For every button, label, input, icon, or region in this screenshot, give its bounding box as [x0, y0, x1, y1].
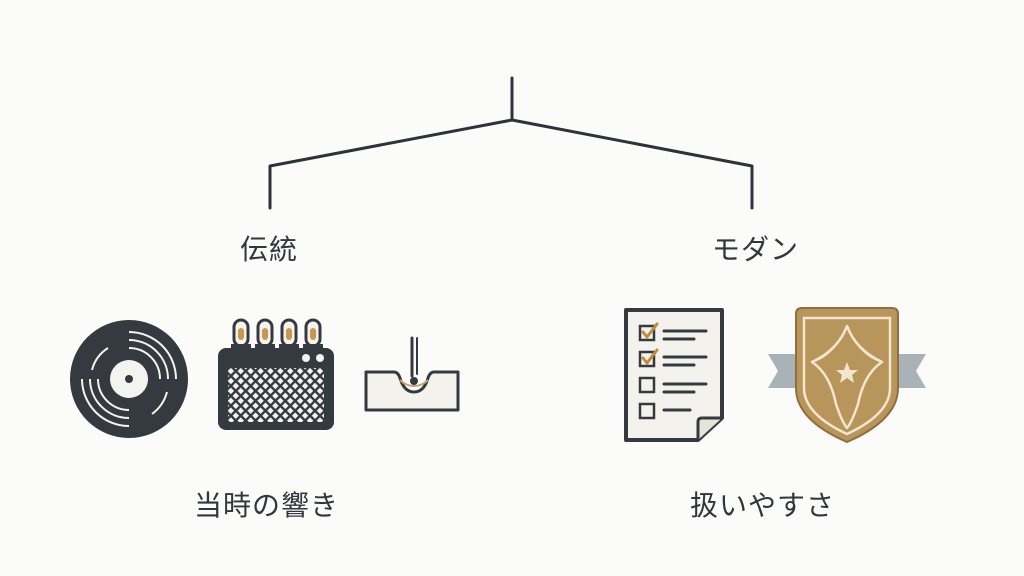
quality-badge-icon [768, 307, 926, 444]
checklist-document-icon [624, 308, 724, 442]
caption-period-sound: 当時の響き [194, 489, 340, 522]
tube-amplifier-icon [218, 318, 334, 430]
caption-ease-of-use: 扱いやすさ [690, 489, 836, 522]
branch-title-traditional: 伝統 [240, 233, 299, 266]
stylus-cartridge-icon [364, 336, 460, 412]
branch-title-modern: モダン [712, 233, 800, 266]
vinyl-record-icon [70, 320, 188, 438]
